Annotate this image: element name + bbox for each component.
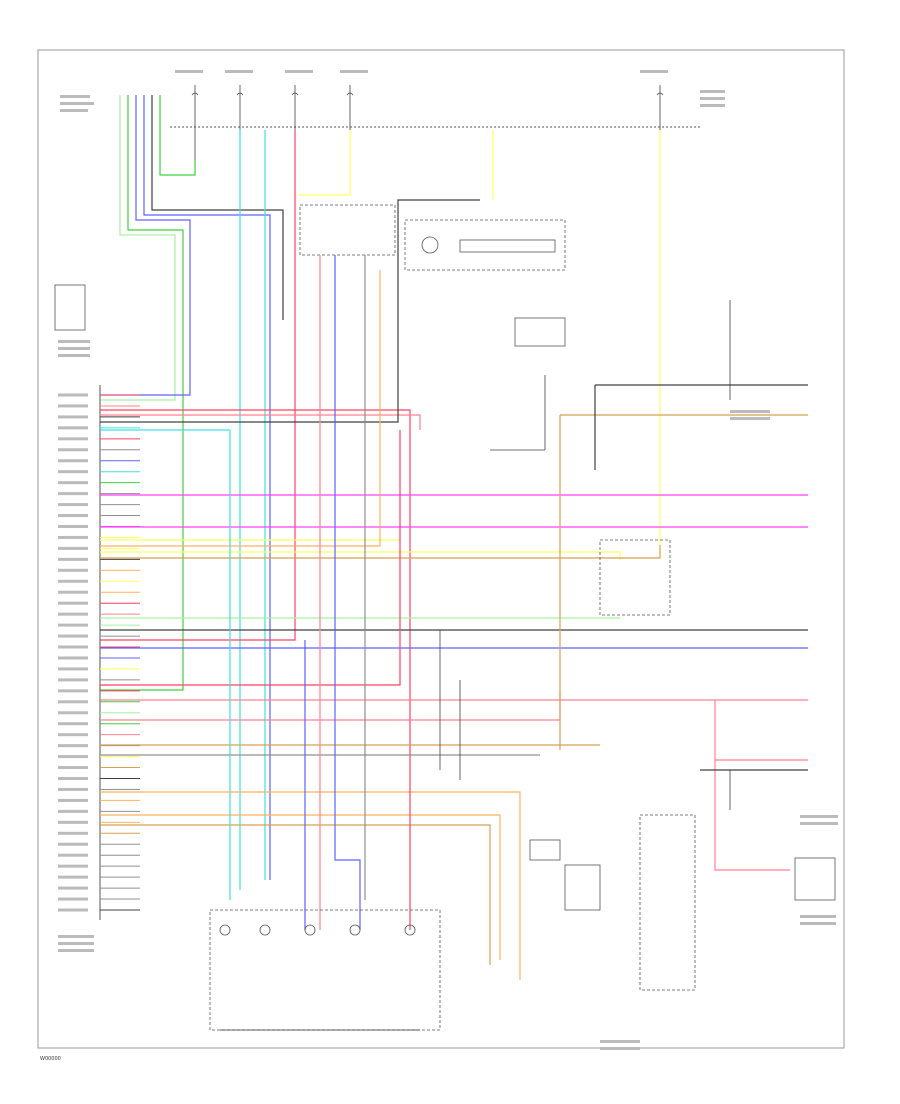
- tcm-pin-label: [58, 908, 88, 912]
- tcm-pin-label: [58, 503, 88, 507]
- tcm-connector: [58, 385, 140, 920]
- tcm-pin-label: [58, 535, 88, 539]
- tcm-pin-label: [58, 415, 88, 419]
- tcm-pin-label: [58, 645, 88, 649]
- tcm-pin-label: [58, 864, 88, 868]
- diagram-frame: [37, 49, 845, 1049]
- tcm-pin-label: [58, 470, 88, 474]
- main-harness-wires: [100, 95, 661, 890]
- tcm-pin-label: [58, 798, 88, 802]
- tcm-pin-label: [58, 524, 88, 528]
- diagram-code: W00000: [40, 1056, 61, 1062]
- solenoid-wires: [229, 255, 411, 930]
- tcm-pin-label: [58, 755, 88, 759]
- horizontal-signal-wires: [100, 199, 808, 980]
- tcm-pin-label: [58, 842, 88, 846]
- tcm-pin-label: [58, 897, 88, 901]
- tcm-pin-label: [58, 700, 88, 704]
- tcm-pin-label: [58, 831, 88, 835]
- tcm-pin-label: [58, 886, 88, 890]
- tcm-pin-label: [58, 634, 88, 638]
- tcm-pin-label: [58, 853, 88, 857]
- tcm-pin-label: [58, 557, 88, 561]
- tcm-pin-label: [58, 766, 88, 770]
- tcm-pin-label: [58, 459, 88, 463]
- tcm-pin-label: [58, 809, 88, 813]
- solenoid-pack: [209, 909, 441, 1031]
- tcm-pin-label: [58, 733, 88, 737]
- tcm-pin-label: [58, 481, 88, 485]
- tcm-pin-label: [58, 689, 88, 693]
- tcm-pin-label: [58, 404, 88, 408]
- tcm-pin-label: [58, 744, 88, 748]
- tcm-pin-label: [58, 448, 88, 452]
- tcm-pin-label: [58, 787, 88, 791]
- tcm-pin-label: [58, 820, 88, 824]
- tcm-pin-label: [58, 875, 88, 879]
- tcm-pin-label: [58, 678, 88, 682]
- tcm-pin-label: [58, 656, 88, 660]
- tcm-pin-label: [58, 568, 88, 572]
- tcm-pin-label: [58, 426, 88, 430]
- tcm-pin-label: [58, 590, 88, 594]
- tcm-pin-label: [58, 437, 88, 441]
- tcm-pin-label: [58, 546, 88, 550]
- relay-block: [54, 204, 566, 347]
- fuse-group: [191, 85, 664, 165]
- tcm-pin-label: [58, 579, 88, 583]
- tcm-pin-label: [58, 623, 88, 627]
- tcm-pin-label: [58, 722, 88, 726]
- tcm-pin-label: [58, 667, 88, 671]
- tcm-pin-label: [58, 711, 88, 715]
- tcm-pin-label: [58, 601, 88, 605]
- label-placeholders: [58, 70, 838, 1050]
- tcm-pin-label: [58, 514, 88, 518]
- tcm-pin-label: [58, 492, 88, 496]
- tcm-pin-label: [58, 612, 88, 616]
- fuse-symbol: [191, 85, 199, 165]
- tcm-pin-label: [58, 777, 88, 781]
- tcm-pin-label: [58, 393, 88, 397]
- tcm-pin-column: [58, 393, 140, 912]
- sensor-components: [439, 300, 836, 991]
